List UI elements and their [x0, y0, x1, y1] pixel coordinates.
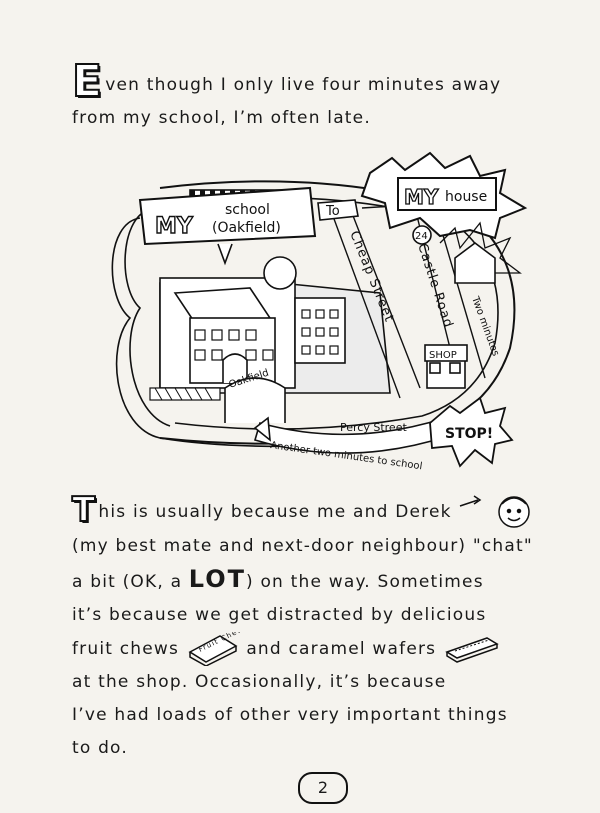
intro-text: ven though I only live four minutes away…: [72, 75, 502, 128]
drop-cap-e: E: [71, 56, 104, 107]
two-minutes-label: Two minutes: [469, 294, 501, 357]
percy-street-label: Percy Street: [340, 421, 407, 434]
house-number: 24: [415, 231, 428, 242]
stop-burst: [429, 396, 514, 468]
to-arrow-banner: [317, 199, 359, 221]
paragraph-line-4: it’s because we get distracted by delici…: [72, 605, 487, 625]
drop-cap-t: T: [71, 490, 97, 530]
page-number: 2: [298, 772, 348, 804]
shop-label: SHOP: [429, 350, 457, 361]
paragraph-line-2: (my best mate and next-door neighbour) "…: [72, 536, 533, 556]
school-building: [159, 256, 391, 394]
caramel-wafer-icon: [445, 637, 499, 663]
house-label: house: [445, 189, 487, 205]
house-number-circle: [412, 225, 432, 245]
paragraph-line-8: to do.: [72, 738, 128, 758]
school-gate: [224, 377, 286, 423]
house-label-my: MY: [404, 185, 439, 209]
to-label: To: [325, 204, 340, 219]
paragraph-line-6: at the shop. Occasionally, it’s because: [72, 672, 447, 692]
fruit-chew-icon: Fruit Chew: [188, 632, 240, 666]
lot-emphasis: LOT: [188, 565, 247, 593]
school-label-line1: school: [225, 202, 270, 218]
school-label-banner: [138, 186, 317, 266]
tree-icon: [263, 256, 297, 290]
school-label-line2: (Oakfield): [212, 220, 281, 236]
paragraph-line-3: a bit (OK, a LOT) on the way. Sometimes: [72, 565, 484, 593]
house-icon: [439, 221, 522, 284]
route-map-illustration: MY school (Oakfield) To MY house 24 Chea…: [111, 151, 528, 472]
stop-label: STOP!: [445, 426, 493, 442]
paragraph-line-7: I’ve had loads of other very important t…: [72, 705, 508, 725]
school-label-my: MY: [155, 214, 194, 239]
cheap-street: [329, 207, 401, 399]
map-border-loops: [111, 217, 381, 448]
paragraph-line-5: fruit chews Fruit Chew and caramel wafer…: [72, 632, 542, 666]
derek-face-icon: [460, 495, 531, 528]
